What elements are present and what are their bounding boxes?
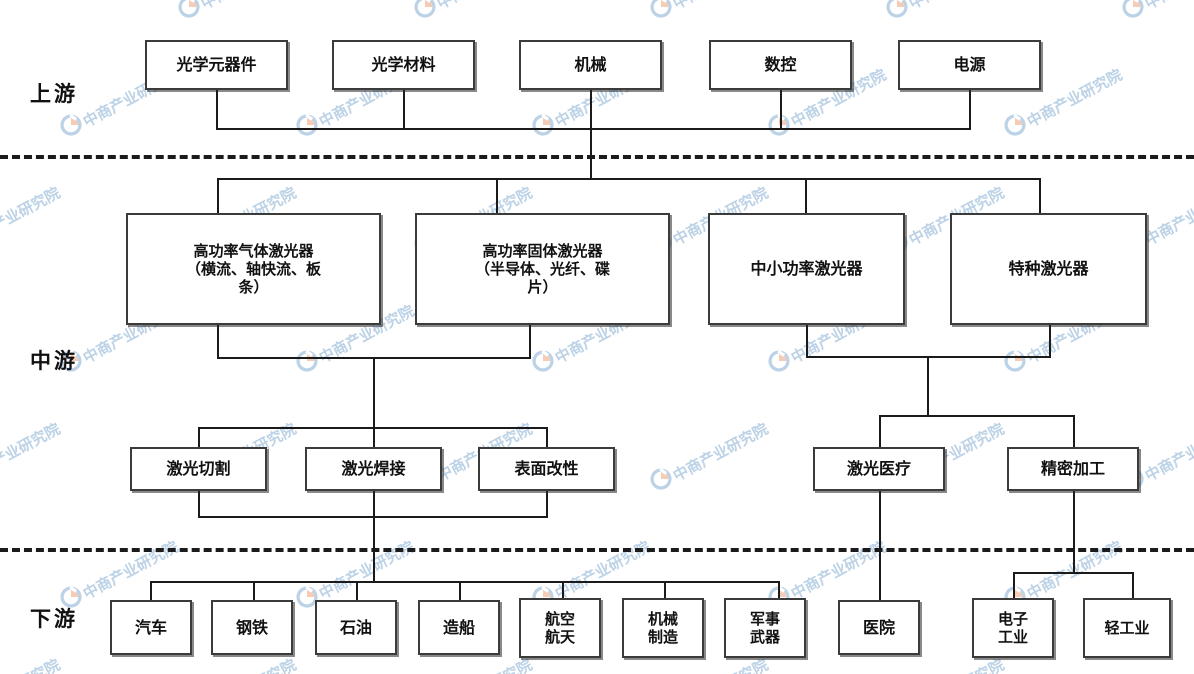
connector-optical-materials-drop	[403, 90, 405, 130]
connector-medium-laser-drop	[806, 325, 808, 357]
connector-upstream-bus	[216, 128, 971, 130]
connector-light-industry-riser	[1132, 572, 1134, 603]
connector-laser-welding-drop	[373, 491, 375, 517]
node-machinery[interactable]: 机械	[519, 40, 662, 90]
node-military-weapons[interactable]: 军事 武器	[724, 598, 806, 658]
connector-shipbuilding-riser	[459, 581, 461, 603]
connector-aerospace-riser	[562, 581, 564, 603]
connector-gas-laser-drop	[217, 325, 219, 358]
node-optical-materials[interactable]: 光学材料	[332, 40, 475, 90]
connector-midstream-bracket	[217, 178, 1041, 180]
connector-precision-downstream-bracket	[1013, 572, 1134, 574]
connector-medical-precision-bracket	[879, 415, 1075, 417]
node-high-power-gas-laser[interactable]: 高功率气体激光器 （横流、轴快流、板 条）	[126, 213, 381, 325]
node-special-laser[interactable]: 特种激光器	[950, 213, 1147, 325]
node-high-power-solid-laser[interactable]: 高功率固体激光器 （半导体、光纤、碟 片）	[415, 213, 670, 325]
connector-laser-welding-riser	[373, 427, 375, 448]
stage-label-upstream: 上游	[30, 82, 78, 106]
stage-label-downstream: 下游	[30, 607, 78, 631]
connector-automotive-riser	[150, 581, 152, 603]
node-surface-modification[interactable]: 表面改性	[478, 447, 615, 491]
connector-gas-laser-riser	[217, 178, 219, 214]
node-automotive[interactable]: 汽车	[110, 600, 192, 655]
node-laser-cutting[interactable]: 激光切割	[130, 447, 267, 491]
connector-medium-laser-riser	[805, 178, 807, 214]
node-aerospace[interactable]: 航空 航天	[519, 598, 601, 658]
connector-solid-laser-riser	[496, 178, 498, 214]
connector-surface-modification-riser	[546, 427, 548, 448]
connector-surface-modification-drop	[546, 491, 548, 517]
node-laser-medical[interactable]: 激光医疗	[813, 447, 945, 491]
connector-precision-downstream-trunk	[1073, 491, 1075, 573]
node-laser-welding[interactable]: 激光焊接	[305, 447, 442, 491]
connector-steel-riser	[253, 581, 255, 603]
connector-machinery-manufacturing-riser	[664, 581, 666, 603]
connector-upstream-trunk	[590, 128, 592, 180]
connector-special-laser-riser	[1039, 178, 1041, 214]
connector-special-laser-drop	[1049, 325, 1051, 357]
connector-optical-components-drop	[216, 90, 218, 130]
node-shipbuilding[interactable]: 造船	[418, 600, 500, 655]
connector-downstream-bracket	[150, 581, 780, 583]
connector-cnc-drop	[780, 90, 782, 130]
stage-label-midstream: 中游	[30, 349, 78, 373]
connector-solid-laser-drop	[529, 325, 531, 358]
node-hospital[interactable]: 医院	[838, 600, 920, 655]
node-light-industry[interactable]: 轻工业	[1083, 598, 1171, 658]
node-precision-machining[interactable]: 精密加工	[1007, 447, 1139, 491]
node-petroleum[interactable]: 石油	[315, 600, 397, 655]
node-steel[interactable]: 钢铁	[211, 600, 293, 655]
connector-laser-cutting-drop	[198, 491, 200, 517]
node-medium-low-power-laser[interactable]: 中小功率激光器	[708, 213, 905, 325]
connector-laser-medical-riser	[879, 415, 881, 448]
divider-upstream-midstream	[0, 155, 1194, 159]
connector-machinery-drop	[590, 90, 592, 130]
node-power-supply[interactable]: 电源	[898, 40, 1041, 90]
node-optical-components[interactable]: 光学元器件	[145, 40, 288, 90]
divider-midstream-downstream	[0, 548, 1194, 552]
node-cnc[interactable]: 数控	[709, 40, 852, 90]
connector-laser-cutting-riser	[198, 427, 200, 448]
node-machinery-manufacturing[interactable]: 机械 制造	[622, 598, 704, 658]
node-electronics-industry[interactable]: 电子 工业	[972, 598, 1054, 658]
connector-high-power-trunk	[373, 357, 375, 428]
connector-precision-machining-riser	[1073, 415, 1075, 448]
connector-hospital-drop	[879, 491, 881, 603]
connector-low-power-trunk	[927, 356, 929, 416]
connector-power-supply-drop	[969, 90, 971, 130]
connector-petroleum-riser	[356, 581, 358, 603]
